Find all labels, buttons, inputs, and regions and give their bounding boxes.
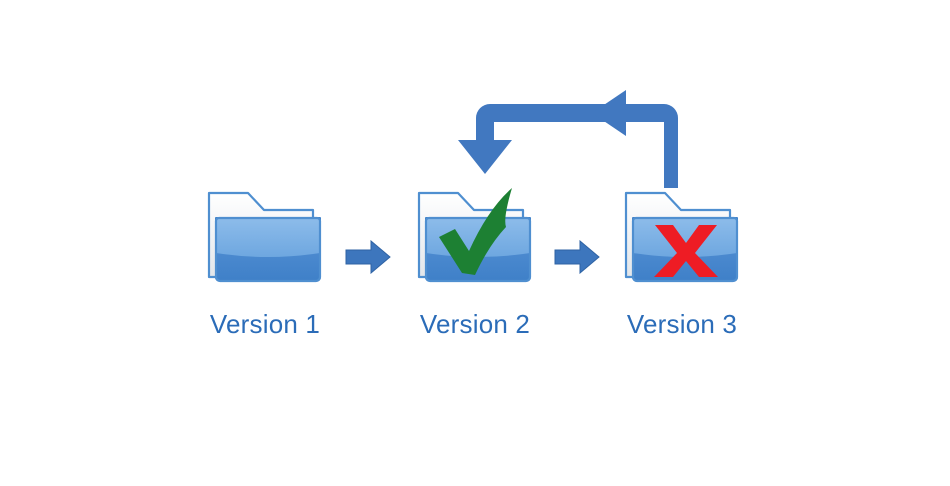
- node-label: Version 2: [419, 309, 531, 339]
- node-version-1[interactable]: Version 1: [180, 185, 350, 340]
- arrow-v1-v2: [345, 239, 391, 279]
- node-version-3[interactable]: Version 3: [597, 185, 767, 340]
- node-label: Version 1: [209, 309, 321, 339]
- rollback-arrow-icon: [458, 90, 678, 188]
- rollback-arrow: [430, 78, 720, 193]
- node-label: Version 3: [626, 309, 738, 339]
- folder-check-icon: [390, 185, 560, 295]
- arrow-v2-v3: [554, 239, 600, 279]
- arrow-right-icon: [554, 239, 600, 275]
- folder-cross-icon: [597, 185, 767, 295]
- arrow-right-icon: [345, 239, 391, 275]
- folder-icon: [180, 185, 350, 295]
- node-version-2[interactable]: Version 2: [390, 185, 560, 340]
